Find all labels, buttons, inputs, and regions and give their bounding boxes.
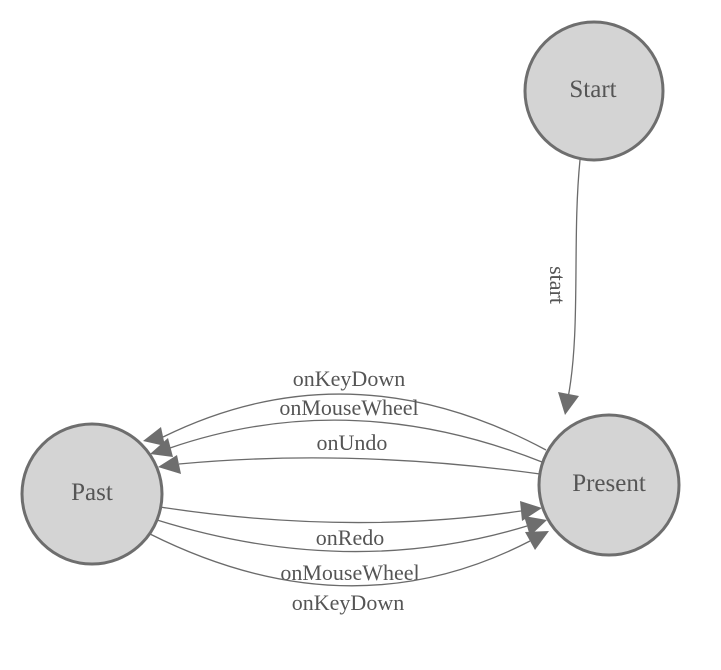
node-present-circle[interactable] [537, 413, 681, 557]
edge-path[interactable] [567, 159, 581, 399]
arrowhead [520, 501, 542, 521]
edge-path[interactable] [169, 419, 543, 463]
edge-label-onredo: onRedo [316, 525, 384, 550]
node-present[interactable]: Present [537, 413, 681, 557]
arrowhead [558, 392, 579, 415]
edge-past-to-present-redo[interactable]: onRedo [159, 501, 542, 550]
edge-label-onmousewheel-top: onMouseWheel [279, 395, 418, 420]
edge-label-onmousewheel-bottom: onMouseWheel [280, 560, 419, 585]
arrowhead [525, 531, 549, 550]
arrowhead [143, 427, 165, 446]
edge-past-to-present-keydown[interactable]: onKeyDown [149, 531, 549, 615]
arrowhead [158, 455, 181, 474]
edge-path[interactable] [162, 393, 547, 451]
node-start[interactable]: Start [523, 20, 665, 162]
edge-label-start: start [545, 266, 570, 304]
edge-path[interactable] [178, 457, 541, 475]
node-present-label: Present [572, 470, 646, 497]
edge-start-to-present[interactable]: start [545, 159, 581, 415]
arrowhead [524, 516, 547, 536]
edge-path[interactable] [149, 533, 531, 587]
edge-present-to-past-undo[interactable]: onUndo [158, 430, 541, 475]
edge-label-onundo: onUndo [317, 430, 388, 455]
edge-label-onkeydown-top: onKeyDown [293, 366, 405, 391]
edge-label-onkeydown-bottom: onKeyDown [292, 590, 404, 615]
edge-path[interactable] [156, 519, 528, 553]
node-start-label: Start [569, 76, 616, 103]
node-past-circle[interactable] [20, 422, 164, 566]
edge-path[interactable] [159, 506, 522, 524]
edge-present-to-past-keydown[interactable]: onKeyDown [143, 366, 547, 451]
node-past-label: Past [71, 479, 113, 506]
node-past[interactable]: Past [20, 422, 164, 566]
edge-past-to-present-mousewheel[interactable]: onMouseWheel [156, 516, 547, 585]
arrowhead [150, 438, 173, 457]
node-start-circle[interactable] [523, 20, 665, 162]
edge-present-to-past-mousewheel[interactable]: onMouseWheel [150, 395, 543, 463]
